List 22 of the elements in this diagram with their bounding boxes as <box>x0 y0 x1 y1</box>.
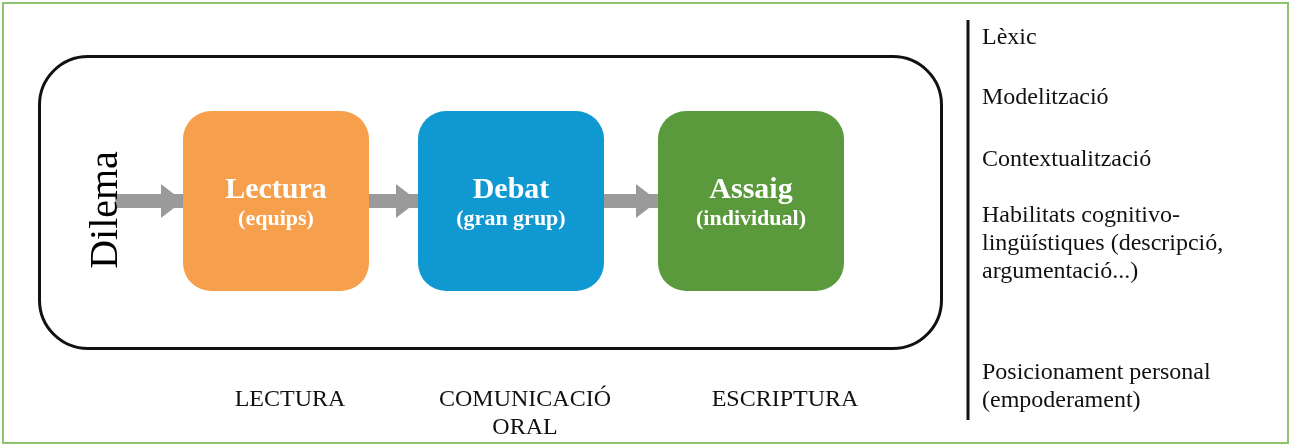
process-box <box>658 111 844 291</box>
stage-label: LECTURA <box>233 384 347 412</box>
box-subtitle: (equips) <box>238 205 314 231</box>
arrow <box>115 184 183 218</box>
box-subtitle: (gran grup) <box>456 205 566 231</box>
stage-label: ESCRIPTURA <box>710 384 860 412</box>
vertical-title: Dilema <box>79 151 127 269</box>
process-box <box>418 111 604 291</box>
arrow <box>604 184 658 218</box>
note-text: Modelització <box>982 82 1109 110</box>
note-text: Contextualització <box>982 144 1152 172</box>
box-title: Assaig <box>709 171 793 205</box>
process-box <box>183 111 369 291</box>
box-subtitle: (individual) <box>695 205 806 231</box>
note-text: Lèxic <box>982 22 1037 50</box>
group-container <box>38 55 943 350</box>
box-title: Lectura <box>225 171 327 205</box>
box-title: Debat <box>472 171 550 205</box>
note-text: Habilitats cognitivo-lingüístiques (descripció, argumentació...) <box>982 200 1225 284</box>
stage-label: COMUNICACIÓ ORAL <box>438 384 612 440</box>
note-text: Posicionament personal (empoderament) <box>982 357 1212 413</box>
arrow <box>369 184 418 218</box>
